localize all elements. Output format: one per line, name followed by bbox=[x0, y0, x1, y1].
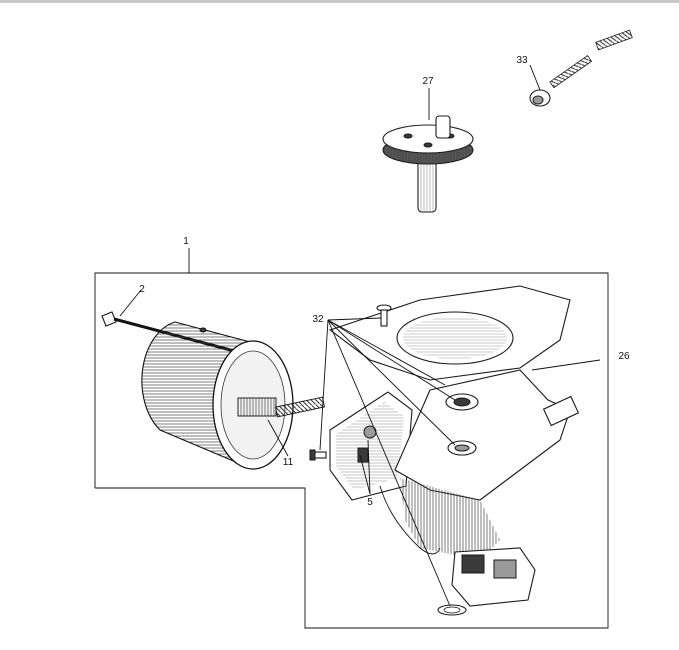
callout-2: 2 bbox=[139, 284, 145, 295]
part-33-spring-link bbox=[529, 29, 633, 107]
part-27-gear bbox=[382, 88, 474, 213]
callout-33: 33 bbox=[516, 55, 528, 66]
top-border bbox=[0, 0, 679, 3]
gearbox-housing bbox=[328, 285, 601, 560]
callout-1: 1 bbox=[183, 236, 189, 247]
screw-left bbox=[309, 449, 327, 461]
limit-switch bbox=[437, 547, 536, 616]
leader-lines-32 bbox=[319, 317, 456, 607]
callout-32: 32 bbox=[312, 314, 324, 325]
leader-lines-5 bbox=[359, 439, 371, 495]
callout-27: 27 bbox=[422, 76, 434, 87]
part-11-armature bbox=[237, 396, 326, 457]
callout-5: 5 bbox=[367, 497, 373, 508]
callout-11: 11 bbox=[283, 457, 294, 468]
motor-yoke bbox=[141, 321, 294, 470]
assembly-outline bbox=[94, 248, 609, 629]
callout-26: 26 bbox=[618, 351, 630, 362]
